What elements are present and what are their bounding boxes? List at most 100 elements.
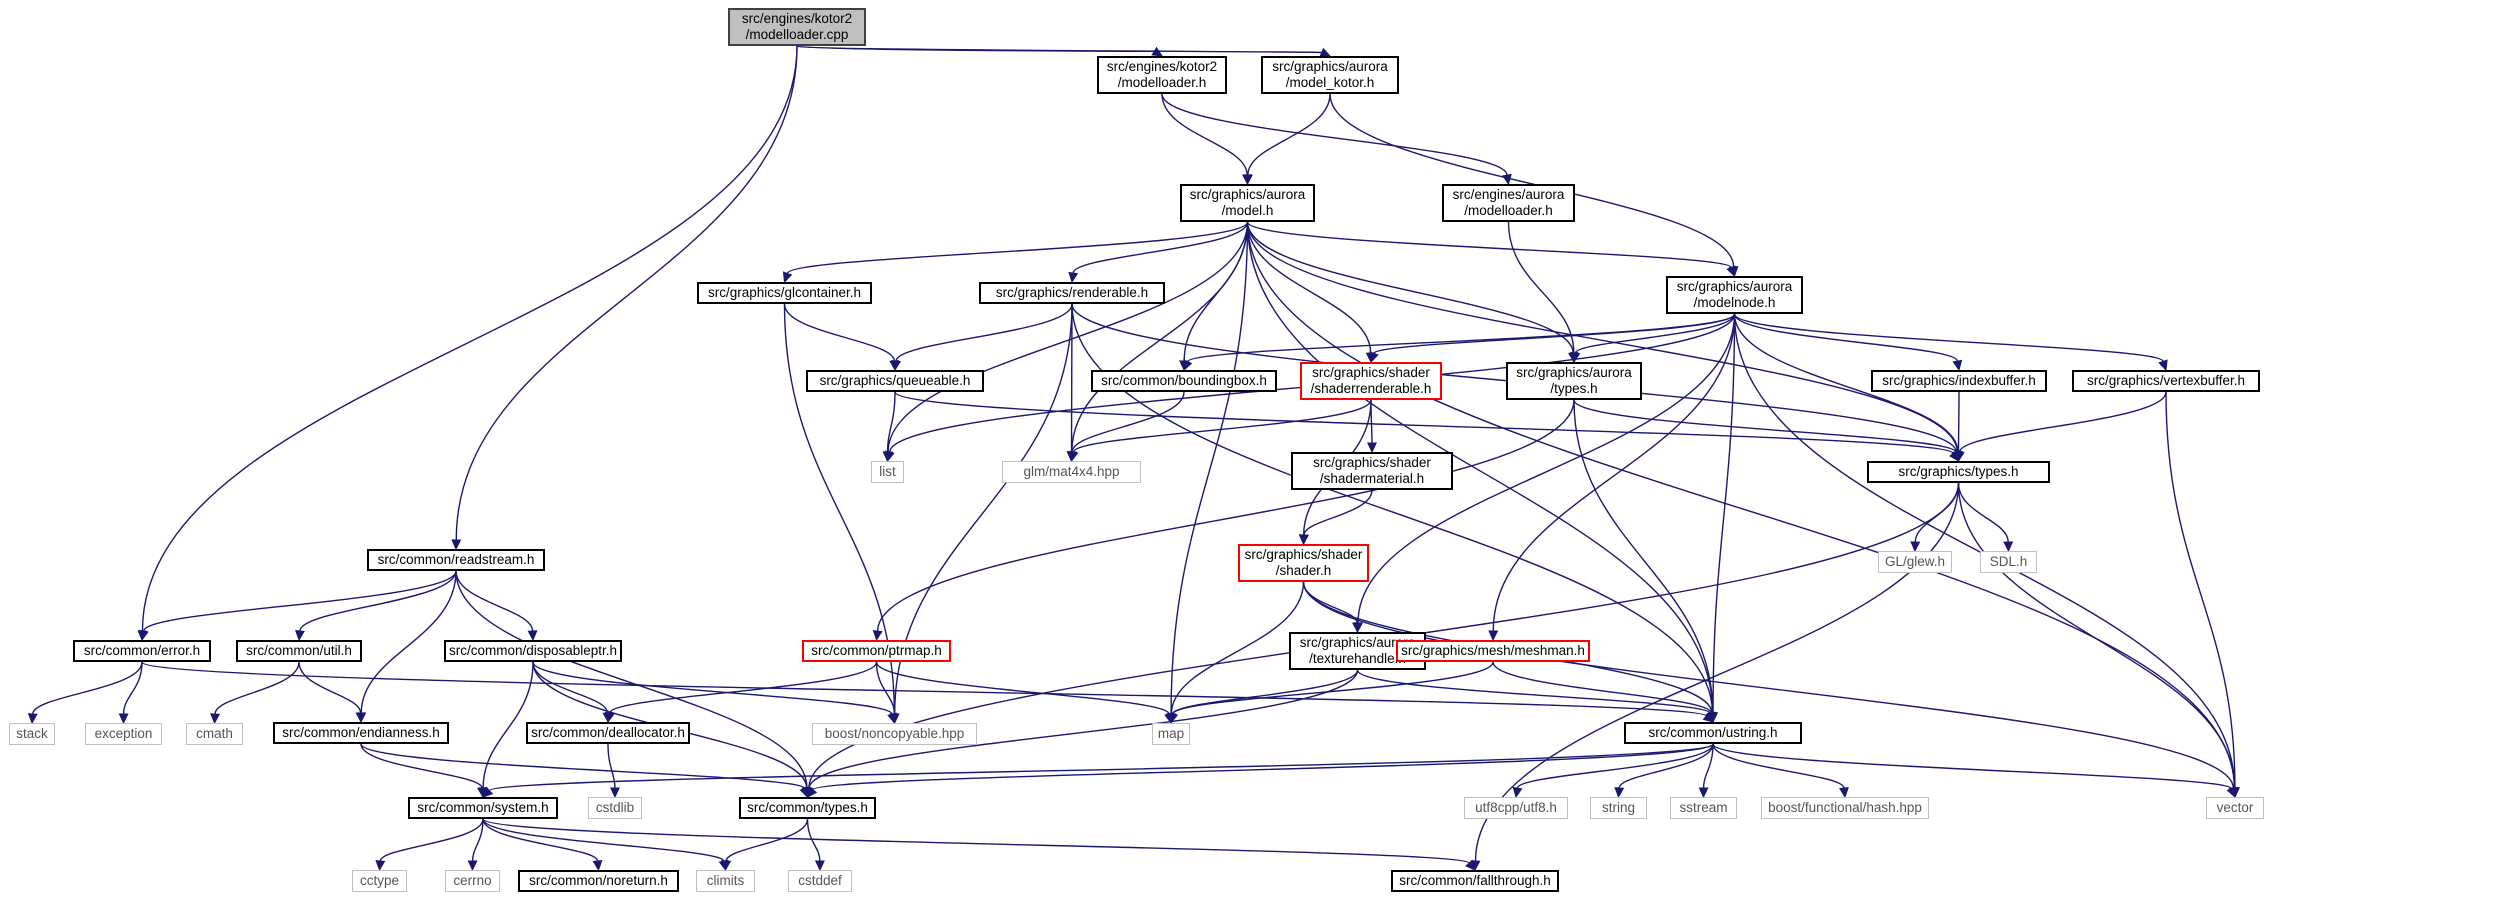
edge-arrowhead [1068,271,1079,284]
dependency-edge [1329,93,1735,268]
edge-arrowhead [1954,450,1965,463]
dependency-edge [1183,221,1249,362]
dependency-edge [1712,743,2233,790]
edge-arrowhead [1352,622,1363,634]
dependency-edge [482,818,1470,864]
edge-arrowhead [1183,359,1193,372]
graph-node[interactable]: src/graphics/shader /shader.h [1238,544,1369,582]
dependency-edge [32,661,143,715]
dependency-edge [1957,482,2009,543]
edge-arrowhead [1910,541,1921,553]
graph-node[interactable]: src/common/ptrmap.h [802,640,951,662]
edge-arrowhead [375,860,386,872]
edge-arrowhead [27,713,38,725]
graph-node: cmath [186,723,243,745]
graph-node[interactable]: src/common/disposableptr.h [444,640,622,662]
edge-arrowhead [210,713,221,725]
edge-arrowhead [1726,265,1736,278]
dependency-edge [1246,221,1574,354]
graph-node: climits [696,870,755,892]
edge-arrowhead [891,359,902,372]
graph-node[interactable]: src/common/types.h [739,797,876,819]
dependency-edge [783,303,896,362]
graph-node: vector [2206,797,2264,819]
dependency-edge [298,661,362,714]
edge-arrowhead [1488,630,1499,642]
graph-node[interactable]: src/common/readstream.h [367,549,545,571]
dependency-edge [1702,743,1714,789]
graph-node[interactable]: src/graphics/shader /shadermaterial.h [1291,452,1453,490]
dependency-edge [1072,221,1249,274]
dependency-edge [725,818,809,862]
dependency-edge [1246,221,1959,453]
edge-arrowhead [604,711,615,724]
dependency-edge [482,661,534,789]
dependency-edge [488,743,1714,792]
graph-node[interactable]: src/common/error.h [73,640,211,662]
dependency-edge [1492,661,1713,714]
graph-node[interactable]: src/common/fallthrough.h [1391,870,1559,892]
dependency-edge [894,391,1955,455]
dependency-edge [360,743,483,789]
edge-arrowhead [1068,450,1079,463]
edge-arrowhead [889,713,900,725]
edge-arrowhead [2003,541,2014,553]
graph-node[interactable]: src/common/ustring.h [1624,722,1802,744]
graph-node[interactable]: src/common/boundingbox.h [1091,370,1277,392]
graph-node[interactable]: src/common/noreturn.h [518,870,679,892]
graph-node[interactable]: src/graphics/mesh/meshman.h [1396,640,1590,662]
edge-arrowhead [1614,787,1625,799]
graph-node[interactable]: src/graphics/renderable.h [979,282,1165,304]
dependency-edge [214,661,300,715]
graph-node[interactable]: src/common/endianness.h [273,722,449,744]
dependency-edge [1733,313,1959,362]
graph-node[interactable]: src/graphics/aurora /types.h [1506,362,1642,400]
dependency-edge [812,743,1714,791]
graph-node[interactable]: src/graphics/aurora /model_kotor.h [1261,56,1399,94]
graph-node: cctype [352,870,407,892]
dependency-edge [1914,482,1960,543]
graph-node[interactable]: src/graphics/aurora /texturehandle.h [1289,632,1426,670]
dependency-edge [1733,313,1959,453]
dependency-edge [875,661,1170,715]
graph-node: list [871,461,904,483]
graph-node[interactable]: src/engines/kotor2 /modelloader.cpp [728,8,866,46]
graph-node[interactable]: src/engines/aurora /modelloader.h [1442,184,1575,222]
edge-arrowhead [882,451,893,463]
graph-node[interactable]: src/graphics/indexbuffer.h [1871,370,2047,392]
edge-arrowhead [592,860,603,872]
dependency-edge [360,570,457,714]
graph-node[interactable]: src/graphics/vertexbuffer.h [2072,370,2260,392]
graph-node[interactable]: src/graphics/types.h [1867,461,2050,483]
dependency-edge [1957,482,2236,789]
graph-node[interactable]: src/graphics/aurora /model.h [1180,184,1315,222]
dependency-edge [1246,221,2236,789]
dependency-edge [1170,581,1305,715]
dependency-edge [786,221,1249,275]
dependency-edge [1170,221,1249,715]
edge-arrowhead [1242,174,1253,186]
edge-arrowhead [1570,351,1581,364]
dependency-edge [532,661,609,714]
graph-node[interactable]: src/engines/kotor2 /modelloader.h [1097,56,1227,94]
graph-node[interactable]: src/graphics/aurora /modelnode.h [1666,276,1803,314]
dependency-edge [1072,399,1372,453]
graph-node[interactable]: src/graphics/glcontainer.h [697,282,872,304]
edge-arrowhead [1706,711,1717,724]
graph-node[interactable]: src/graphics/queueable.h [806,370,984,392]
graph-node[interactable]: src/common/system.h [408,797,558,819]
graph-node: sstream [1670,797,1737,819]
graph-node: map [1152,723,1190,745]
graph-node[interactable]: src/common/deallocator.h [526,722,690,744]
dependency-edge [1071,221,1249,453]
edge-arrowhead [806,786,818,798]
dependency-edge [122,661,143,715]
dependency-edge [875,661,896,715]
dependency-edge [1574,313,1736,354]
graph-node[interactable]: src/common/util.h [236,640,362,662]
dependency-edge [607,743,616,789]
edge-arrowhead [451,539,462,551]
graph-node[interactable]: src/graphics/shader /shaderrenderable.h [1300,362,1442,400]
dependency-edge [886,391,896,453]
dependency-edge [1712,313,1736,714]
